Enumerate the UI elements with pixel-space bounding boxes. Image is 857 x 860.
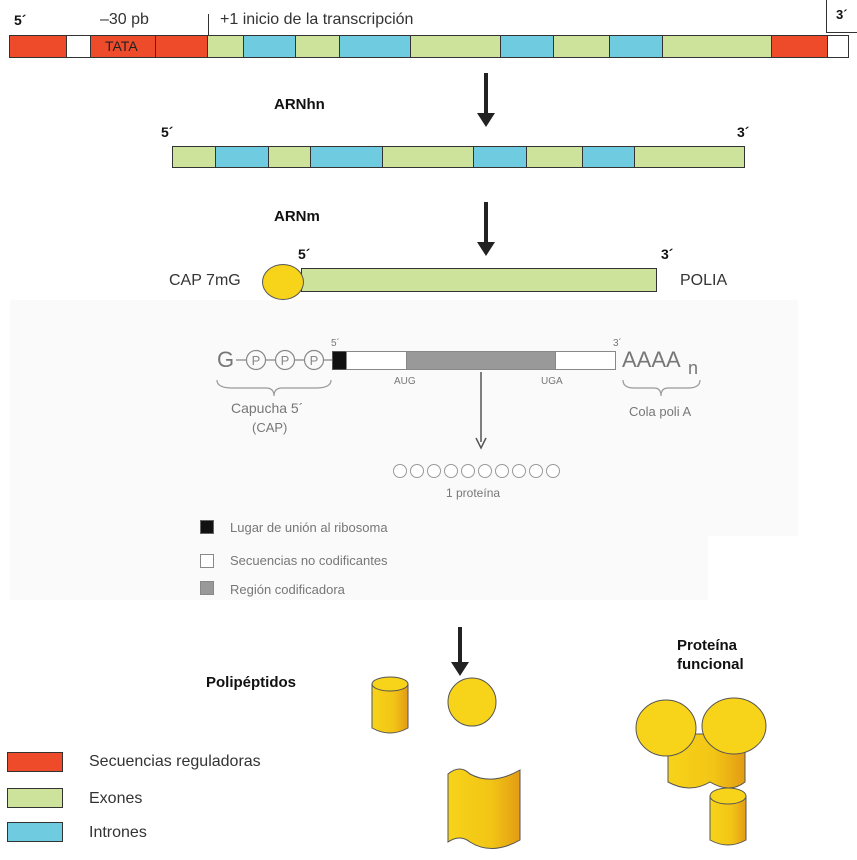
- phosphate-chain: P P P: [236, 349, 332, 371]
- detail-three-prime-label: 3´: [613, 338, 622, 349]
- mrna-detail-panel: [10, 536, 708, 600]
- protein-chain: [393, 464, 560, 478]
- noncoding-region: [555, 351, 616, 370]
- detail-legend-label: Secuencias no codificantes: [230, 553, 388, 568]
- hnrna-five-prime-label: 5´: [161, 124, 174, 140]
- intron-segment: [582, 146, 635, 168]
- regulatory-segment: [771, 35, 828, 58]
- intron-segment: [473, 146, 527, 168]
- protein-caption: 1 proteína: [446, 486, 501, 500]
- hnrna-three-prime-label: 3´: [737, 124, 750, 140]
- mrna-detail-bar: [332, 351, 616, 370]
- ribosome-binding-site: [332, 351, 347, 370]
- exon-segment: [207, 35, 244, 58]
- exon-segment: [295, 35, 340, 58]
- transcription-start-label: +1 inicio de la transcripción: [220, 11, 414, 28]
- mrna-bar: [301, 268, 657, 292]
- functional-protein-label-2: funcional: [677, 656, 744, 673]
- detail-legend-swatch: [200, 581, 214, 595]
- intron-segment: [500, 35, 554, 58]
- intron-segment: [609, 35, 663, 58]
- intron-segment: [310, 146, 383, 168]
- cap-g-label: G: [217, 347, 235, 372]
- legend-label: Secuencias reguladoras: [89, 753, 261, 770]
- exon-segment: [268, 146, 311, 168]
- gene-five-prime-label: 5´: [14, 12, 27, 28]
- regulatory-segment: [9, 35, 67, 58]
- hnrna-bar: [172, 146, 745, 168]
- exon-segment: [634, 146, 745, 168]
- cap-brace: [216, 379, 332, 397]
- noncoding-segment: [66, 35, 91, 58]
- mrna-title: ARNm: [274, 208, 320, 225]
- phosphate-label: P: [281, 353, 290, 368]
- detail-legend-label: Región codificadora: [230, 582, 345, 597]
- tata-label: TATA: [105, 38, 138, 54]
- uga-label: UGA: [541, 376, 563, 387]
- hnrna-title: ARNhn: [274, 96, 325, 113]
- cap-label: CAP 7mG: [169, 272, 241, 289]
- cap-circle: [262, 264, 304, 300]
- exon-segment: [553, 35, 610, 58]
- exon-segment: [662, 35, 772, 58]
- phosphate-label: P: [310, 353, 319, 368]
- mrna-detail-panel: [10, 300, 798, 536]
- phosphate-label: P: [252, 353, 261, 368]
- polya-label: POLIA: [680, 272, 728, 289]
- poly-a-subscript: n: [688, 358, 699, 378]
- tail-caption: Cola poli A: [629, 404, 692, 419]
- legend-label: Intrones: [89, 824, 147, 841]
- intron-segment: [215, 146, 269, 168]
- noncoding-segment: [827, 35, 849, 58]
- functional-protein-label: Proteína: [677, 637, 738, 654]
- mrna-three-prime-label: 3´: [661, 246, 674, 262]
- aug-label: AUG: [394, 376, 416, 387]
- gene-three-prime-box: 3´: [826, 0, 857, 33]
- legend-swatch-regulatory: [7, 752, 63, 772]
- poly-a-label: AAAA: [622, 347, 681, 372]
- coding-region: [406, 351, 556, 370]
- tata-segment: TATA: [90, 35, 156, 58]
- regulatory-segment: [155, 35, 208, 58]
- gene-bar: TATA: [9, 35, 849, 58]
- exon-segment: [526, 146, 583, 168]
- noncoding-region: [346, 351, 407, 370]
- legend-label: Exones: [89, 790, 143, 807]
- polypeptide-shapes: [371, 676, 521, 849]
- intron-segment: [339, 35, 411, 58]
- detail-legend-swatch: [200, 554, 214, 568]
- exon-segment: [410, 35, 501, 58]
- cap-caption-sub: (CAP): [252, 420, 288, 435]
- exon-segment: [382, 146, 474, 168]
- detail-legend-label: Lugar de unión al ribosoma: [230, 520, 388, 535]
- mrna-five-prime-label: 5´: [298, 246, 311, 262]
- exon-segment: [172, 146, 216, 168]
- intron-segment: [243, 35, 296, 58]
- translation-arrow: [475, 372, 487, 450]
- functional-protein-shape: [635, 697, 767, 846]
- tata-offset-label: –30 pb: [100, 11, 149, 28]
- polypeptides-label: Polipéptidos: [206, 674, 296, 691]
- legend-swatch-exon: [7, 788, 63, 808]
- gene-three-prime-label: 3´: [836, 7, 848, 22]
- detail-five-prime-label: 5´: [331, 338, 340, 349]
- tail-brace: [622, 379, 701, 397]
- transcription-start-tick: [208, 14, 209, 36]
- legend-swatch-intron: [7, 822, 63, 842]
- detail-legend-swatch: [200, 520, 214, 534]
- cap-caption: Capucha 5´: [231, 400, 304, 416]
